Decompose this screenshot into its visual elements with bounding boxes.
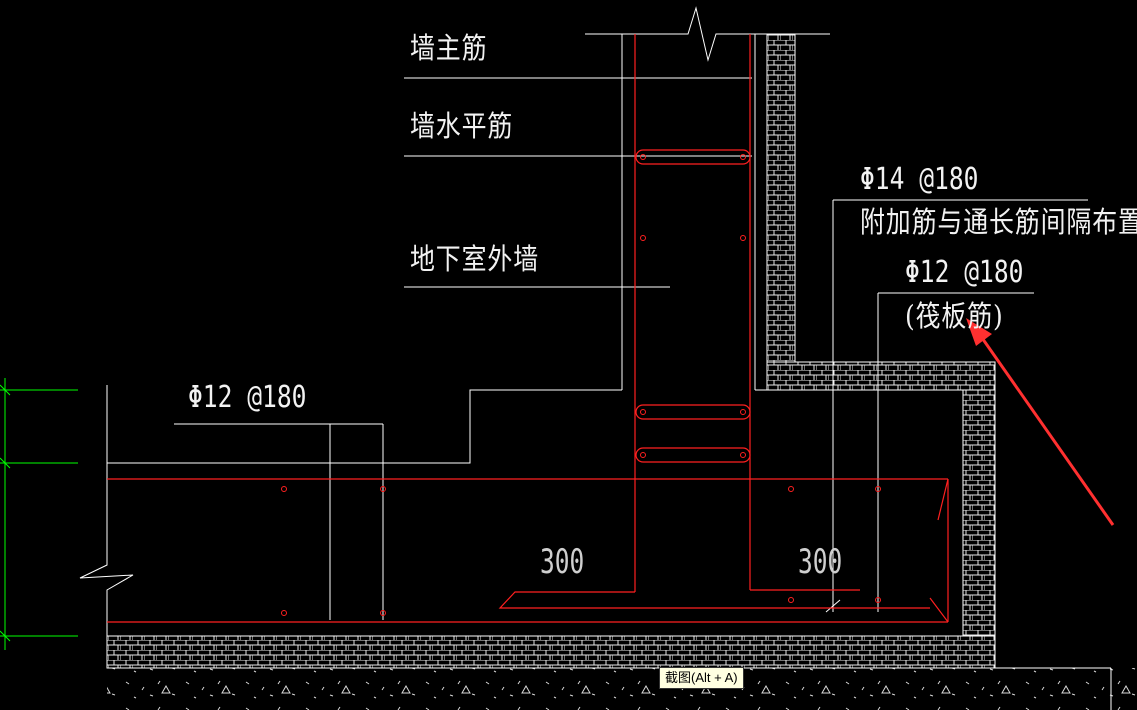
rebar-lines xyxy=(107,34,949,623)
additional-rebar-note: 附加筋与通长筋间隔布置 xyxy=(860,205,1137,239)
screenshot-shortcut-tooltip: 截图(Alt + A) xyxy=(659,667,744,689)
wall-main-rebar-label: 墙主筋 xyxy=(410,31,488,65)
anchor-length-left-dimension: 300 xyxy=(540,542,585,582)
raft-rebar-note: (筏板筋) xyxy=(905,299,1004,333)
additional-rebar-spec: Φ14 @180 xyxy=(860,162,979,197)
raft-rebar-spec-right: Φ12 @180 xyxy=(905,255,1024,290)
concrete-cushion-layer xyxy=(107,668,1137,710)
rebar-dots xyxy=(281,154,881,616)
structure-outline xyxy=(79,6,1088,637)
waterproof-protection-layers xyxy=(106,33,996,669)
raft-rebar-spec-left: Φ12 @180 xyxy=(188,380,307,415)
annotation-arrow xyxy=(966,318,1115,526)
anchor-length-right-dimension: 300 xyxy=(798,542,843,582)
grid-axis-marks xyxy=(0,378,78,650)
wall-horizontal-rebar-label: 墙水平筋 xyxy=(410,109,514,143)
basement-exterior-wall-label: 地下室外墙 xyxy=(410,242,540,276)
